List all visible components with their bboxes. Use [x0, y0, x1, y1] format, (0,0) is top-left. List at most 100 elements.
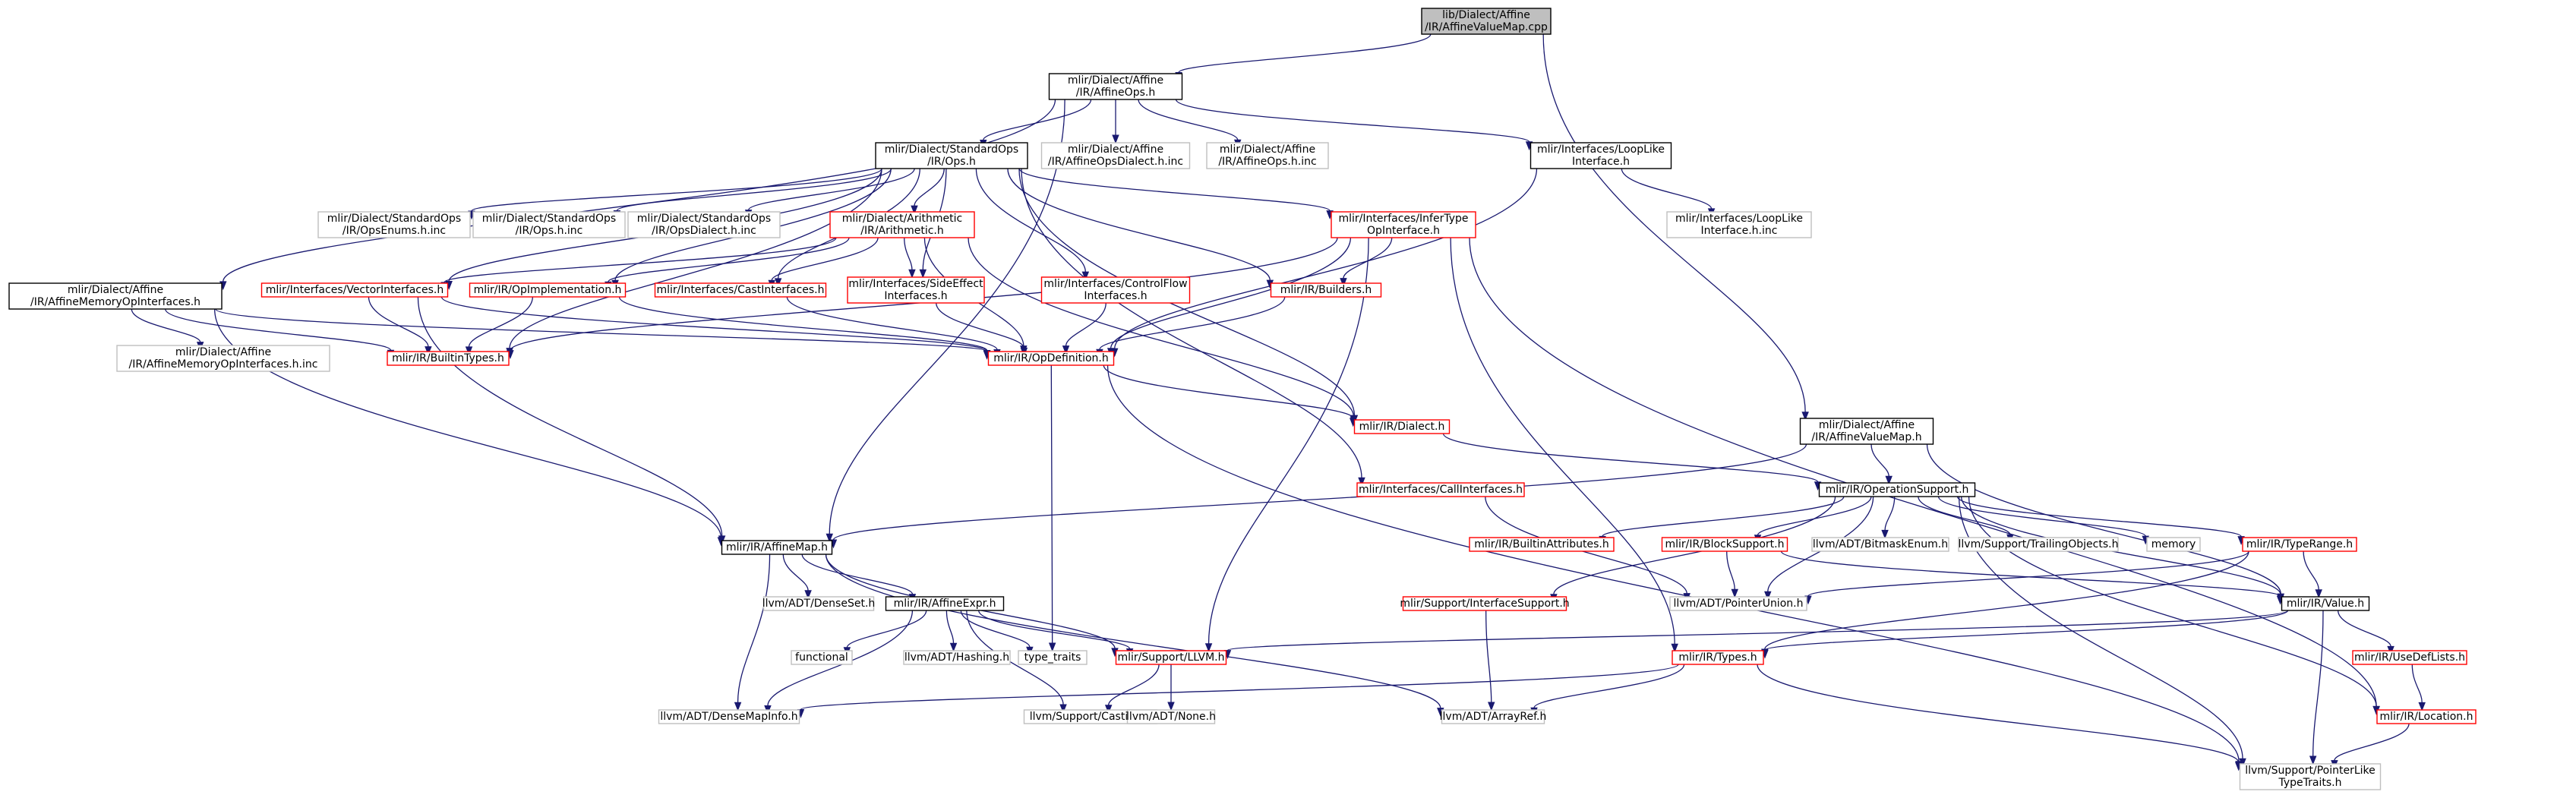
node-label: llvm/ADT/BitmaskEnum.h — [1813, 538, 1948, 550]
node-box — [885, 596, 1005, 611]
node-none[interactable]: llvm/ADT/None.h — [1126, 709, 1216, 724]
edge-line — [1108, 664, 1160, 705]
edge-opdef-to-type_traits — [1048, 364, 1056, 652]
node-box — [829, 211, 975, 238]
node-label: mlir/Dialect/Affine — [1220, 144, 1315, 156]
edge-arrowhead — [1081, 271, 1090, 281]
node-interfacesupport[interactable]: mlir/Support/InterfaceSupport.h — [1400, 596, 1570, 611]
edge-arith-to-dialect — [968, 237, 1358, 426]
node-value[interactable]: mlir/IR/Value.h — [2281, 596, 2370, 611]
edge-opimpl-to-opdef — [618, 296, 991, 359]
node-builders[interactable]: mlir/IR/Builders.h — [1270, 282, 1382, 298]
node-opimpl[interactable]: mlir/IR/OpImplementation.h — [469, 282, 627, 298]
node-affineops[interactable]: mlir/Dialect/Affine/IR/AffineOps.h — [1048, 73, 1183, 100]
node-label: type_traits — [1024, 651, 1081, 664]
edge-affineops-to-looplike — [1175, 99, 1533, 151]
edge-line — [618, 296, 988, 352]
edge-arrowhead — [1881, 529, 1889, 539]
node-dialect[interactable]: mlir/IR/Dialect.h — [1353, 419, 1451, 434]
node-opsupport[interactable]: mlir/IR/OperationSupport.h — [1818, 482, 1976, 497]
edge-arrowhead — [1801, 412, 1809, 421]
node-types[interactable]: mlir/IR/Types.h — [1672, 650, 1764, 665]
node-box — [791, 650, 853, 665]
edge-line — [771, 237, 879, 281]
node-box — [875, 142, 1028, 169]
edge-line — [1870, 443, 1889, 477]
node-stdops[interactable]: mlir/Dialect/StandardOps/IR/Ops.h — [875, 142, 1028, 169]
node-affmemops[interactable]: mlir/Dialect/Affine/IR/AffineMemoryOpInt… — [8, 282, 223, 310]
edge-opdef-to-pointerlike — [1106, 364, 2243, 771]
node-opdef[interactable]: mlir/IR/OpDefinition.h — [987, 351, 1115, 366]
edge-line — [782, 554, 809, 591]
edge-line — [1018, 168, 1331, 212]
edge-line — [1208, 237, 1369, 644]
node-callif[interactable]: mlir/Interfaces/CallInterfaces.h — [1356, 482, 1525, 497]
edge-vectorif-to-builtintypes — [368, 296, 432, 355]
node-blocksupport[interactable]: mlir/IR/BlockSupport.h — [1661, 537, 1788, 552]
node-vectorif[interactable]: mlir/Interfaces/VectorInterfaces.h — [260, 282, 449, 298]
node-type_traits[interactable]: type_traits — [1018, 650, 1088, 665]
node-label: Interface.h.inc — [1701, 225, 1778, 237]
node-location[interactable]: mlir/IR/Location.h — [2376, 709, 2477, 724]
edge-arrowhead — [1731, 588, 1738, 598]
node-builtintypes[interactable]: mlir/IR/BuiltinTypes.h — [387, 351, 510, 366]
node-hashing[interactable]: llvm/ADT/Hashing.h — [903, 650, 1011, 665]
edge-line — [983, 99, 1092, 140]
node-label: mlir/Dialect/StandardOps — [637, 213, 771, 225]
node-functional[interactable]: functional — [791, 650, 853, 665]
node-llvmh[interactable]: mlir/Support/LLVM.h — [1115, 650, 1227, 665]
node-box — [987, 351, 1115, 366]
node-opsenums_inc[interactable]: mlir/Dialect/StandardOps/IR/OpsEnums.h.i… — [317, 211, 471, 238]
edge-affinemap-to-arrayref — [825, 554, 1444, 717]
edge-arrowhead — [911, 205, 918, 215]
edge-value-to-pointerlike — [2309, 610, 2324, 765]
edge-arrowhead — [734, 702, 742, 711]
node-trailingobj[interactable]: llvm/Support/TrailingObjects.h — [1958, 537, 2119, 552]
node-affvaluemap[interactable]: mlir/Dialect/Affine/IR/AffineValueMap.h — [1799, 418, 1934, 445]
node-densemapinfo[interactable]: llvm/ADT/DenseMapInfo.h — [658, 709, 800, 724]
node-label: mlir/Interfaces/InferType — [1338, 213, 1468, 225]
node-box — [1115, 650, 1227, 665]
node-affinemap[interactable]: mlir/IR/AffineMap.h — [721, 540, 833, 555]
edge-affineops-to-affmemops — [219, 99, 1056, 291]
node-arith[interactable]: mlir/Dialect/Arithmetic/IR/Arithmetic.h — [829, 211, 975, 238]
edge-line — [1178, 33, 1432, 74]
edge-arrowhead — [1204, 643, 1213, 653]
node-memory[interactable]: memory — [2146, 537, 2201, 552]
node-affopsdialect_inc[interactable]: mlir/Dialect/Affine/IR/AffineOpsDialect.… — [1040, 142, 1191, 169]
node-affmemops_inc[interactable]: mlir/Dialect/Affine/IR/AffineMemoryOpInt… — [116, 345, 330, 372]
node-arrayref[interactable]: llvm/ADT/ArrayRef.h — [1440, 709, 1547, 724]
node-usedeflists[interactable]: mlir/IR/UseDefLists.h — [2352, 650, 2467, 665]
node-pointerunion[interactable]: llvm/ADT/PointerUnion.h — [1669, 596, 1807, 611]
edge-line — [165, 308, 392, 351]
node-castif[interactable]: mlir/Interfaces/CastInterfaces.h — [654, 282, 827, 298]
node-ops_inc[interactable]: mlir/Dialect/StandardOps/IR/Ops.h.inc — [472, 211, 626, 238]
edge-line — [801, 554, 914, 595]
node-affineexpr[interactable]: mlir/IR/AffineExpr.h — [885, 596, 1005, 611]
node-opsdialect_inc[interactable]: mlir/Dialect/StandardOps/IR/OpsDialect.h… — [627, 211, 781, 238]
node-box — [387, 351, 510, 366]
node-label: mlir/Interfaces/CallInterfaces.h — [1359, 484, 1523, 496]
edge-line — [468, 296, 533, 347]
node-label: mlir/Interfaces/VectorInterfaces.h — [266, 284, 444, 296]
node-label: mlir/Support/InterfaceSupport.h — [1400, 598, 1569, 610]
node-bitmaskenum[interactable]: llvm/ADT/BitmaskEnum.h — [1811, 537, 1949, 552]
node-typerange[interactable]: mlir/IR/TypeRange.h — [2242, 537, 2357, 552]
edge-line — [215, 308, 988, 352]
edge-value-to-types — [1761, 610, 2289, 659]
node-label: mlir/IR/AffineMap.h — [726, 541, 828, 554]
node-label: mlir/Support/LLVM.h — [1118, 651, 1225, 664]
edge-line — [1450, 237, 1675, 645]
node-builtinattrs[interactable]: mlir/IR/BuiltinAttributes.h — [1469, 537, 1615, 552]
node-denseset[interactable]: llvm/ADT/DenseSet.h — [762, 596, 876, 611]
node-affops_inc[interactable]: mlir/Dialect/Affine/IR/AffineOps.h.inc — [1206, 142, 1329, 169]
edge-line — [444, 237, 837, 283]
edge-affinemap-to-affineexpr — [801, 554, 917, 603]
node-label: /IR/Ops.h — [927, 156, 976, 168]
